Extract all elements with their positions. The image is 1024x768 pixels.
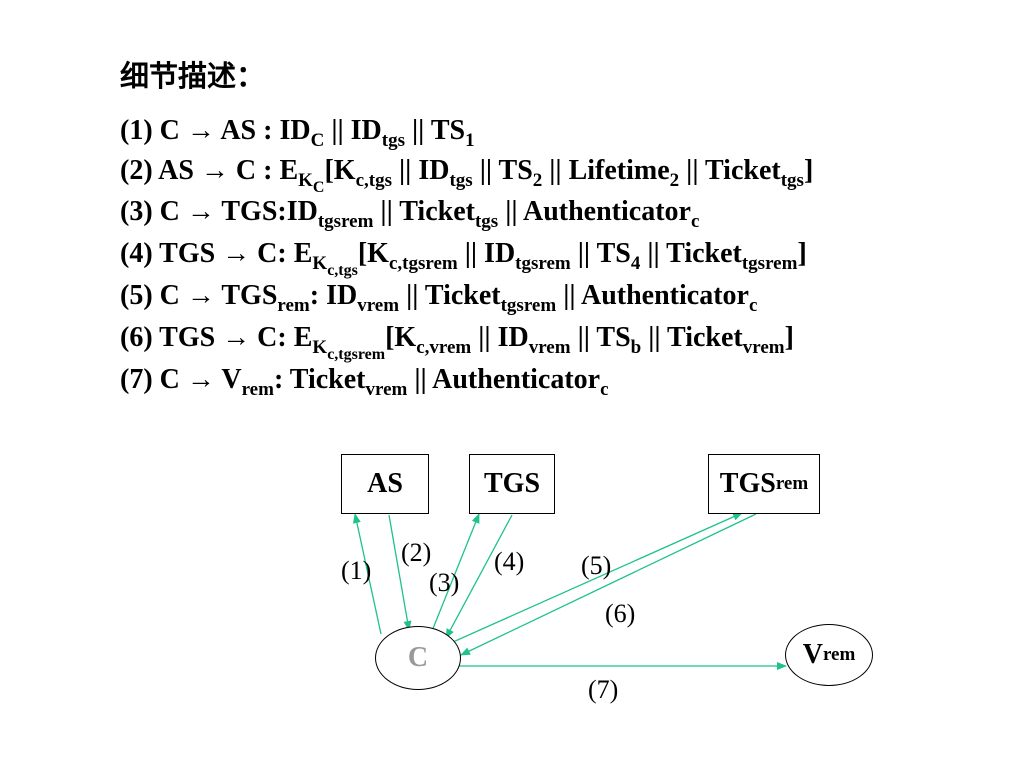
edge-label-4: (4) bbox=[494, 547, 525, 576]
arrow-1 bbox=[352, 513, 382, 635]
node-as: AS bbox=[341, 454, 429, 514]
step-1: (1) C → AS : IDC || IDtgs || TS1 bbox=[120, 115, 475, 151]
step-3: (3) C → TGS:IDtgsrem || Tickettgs || Aut… bbox=[120, 196, 700, 232]
arrow-5 bbox=[452, 512, 743, 643]
arrow-2 bbox=[388, 514, 412, 631]
slide-title: 细节描述： bbox=[120, 59, 266, 93]
step-6: (6) TGS → C: EKc,tgsrem[Kc,vrem || IDvre… bbox=[120, 322, 794, 363]
edge-label-1: (1) bbox=[341, 556, 372, 585]
arrow-4 bbox=[445, 514, 513, 639]
node-client: C bbox=[375, 626, 461, 690]
step-4: (4) TGS → C: EKc,tgs[Kc,tgsrem || IDtgsr… bbox=[120, 238, 807, 279]
step-7: (7) C → Vrem: Ticketvrem || Authenticato… bbox=[120, 364, 609, 400]
arrow-6 bbox=[460, 513, 757, 656]
step-5: (5) C → TGSrem: IDvrem || Tickettgsrem |… bbox=[120, 280, 758, 316]
step-2: (2) AS → C : EKC[Kc,tgs || IDtgs || TS2 … bbox=[120, 155, 814, 196]
edge-label-2: (2) bbox=[401, 538, 432, 567]
edge-label-7: (7) bbox=[588, 675, 619, 704]
node-tgs: TGS bbox=[469, 454, 555, 514]
edge-label-5: (5) bbox=[581, 551, 612, 580]
arrow-3 bbox=[431, 513, 480, 632]
edge-label-6: (6) bbox=[605, 599, 636, 628]
edge-label-3: (3) bbox=[429, 568, 460, 597]
